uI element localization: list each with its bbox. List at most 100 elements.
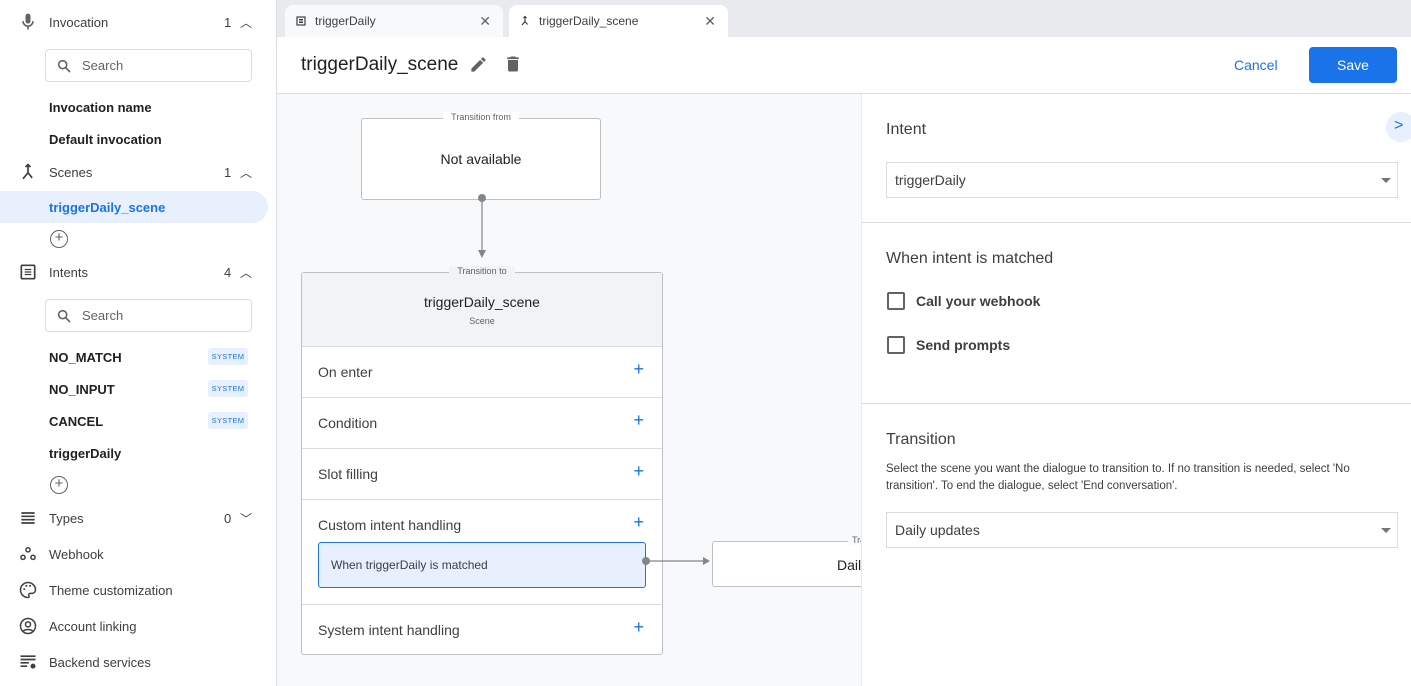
- intent-icon: [296, 16, 306, 26]
- sidebar-section-types[interactable]: Types 0 ﹀: [0, 503, 276, 533]
- connector-arrow: [478, 194, 486, 258]
- edit-pencil-icon[interactable]: [469, 55, 488, 74]
- palette-icon: [19, 581, 37, 599]
- scene-label: triggerDaily_scene: [49, 200, 166, 215]
- save-button[interactable]: Save: [1309, 47, 1397, 83]
- chevron-up-icon[interactable]: ︿: [240, 15, 253, 30]
- row-system-intent-handling[interactable]: System intent handling +: [302, 604, 662, 655]
- section-count: 4: [224, 264, 232, 280]
- dropdown-arrow-icon: [1381, 528, 1391, 533]
- section-label: Types: [49, 510, 84, 526]
- close-icon[interactable]: ✕: [704, 12, 716, 29]
- row-label: System intent handling: [318, 622, 460, 638]
- scene-icon: [521, 15, 528, 26]
- sidebar-item-account-linking[interactable]: Account linking: [0, 611, 276, 641]
- tab-triggerdaily[interactable]: triggerDaily ✕: [285, 5, 503, 37]
- cancel-button[interactable]: Cancel: [1234, 57, 1278, 73]
- node-legend: Transition from: [443, 112, 519, 122]
- system-badge: SYSTEM: [208, 348, 248, 365]
- sidebar-item-triggerdaily-scene[interactable]: triggerDaily_scene: [0, 191, 268, 223]
- node-text: Daily updates: [837, 557, 861, 573]
- add-plus-icon[interactable]: +: [633, 410, 644, 430]
- divider: [862, 403, 1411, 404]
- tab-triggerdaily-scene[interactable]: triggerDaily_scene ✕: [509, 5, 728, 37]
- sidebar-item-default-invocation[interactable]: Default invocation: [49, 132, 162, 147]
- call-webhook-checkbox[interactable]: [887, 292, 905, 310]
- sidebar-item-webhook[interactable]: Webhook: [0, 539, 276, 569]
- search-placeholder: Search: [82, 308, 124, 323]
- scene-node: Transition to triggerDaily_scene Scene O…: [301, 266, 663, 655]
- intent-handler-item[interactable]: When triggerDaily is matched: [318, 542, 646, 588]
- scene-canvas: Transition from Not available Transition…: [277, 94, 861, 686]
- sidebar-section-scenes[interactable]: Scenes 1 ︿: [0, 157, 276, 187]
- chevron-up-icon[interactable]: ︿: [240, 165, 253, 180]
- row-condition[interactable]: Condition +: [302, 397, 662, 448]
- transition-description: Select the scene you want the dialogue t…: [886, 463, 1350, 492]
- sidebar-item-intent[interactable]: NO_INPUT: [49, 382, 115, 397]
- chevron-down-icon[interactable]: ﹀: [240, 511, 253, 526]
- intent-select[interactable]: triggerDaily: [886, 162, 1398, 198]
- add-intent-icon[interactable]: +: [50, 476, 68, 494]
- chevron-up-icon[interactable]: ︿: [240, 265, 253, 280]
- sidebar-item-intent[interactable]: triggerDaily: [49, 446, 122, 461]
- scene-subtitle: Scene: [469, 316, 495, 326]
- system-badge: SYSTEM: [208, 412, 248, 429]
- sidebar-item-intent[interactable]: CANCEL: [49, 414, 104, 429]
- nav-label: Webhook: [49, 546, 104, 562]
- page-header: triggerDaily_scene Cancel Save: [277, 37, 1411, 94]
- invocation-search-input[interactable]: Search: [45, 49, 252, 82]
- delete-trash-icon[interactable]: [503, 54, 523, 74]
- tab-label: triggerDaily: [315, 14, 376, 28]
- row-label: On enter: [318, 364, 373, 380]
- sidebar-item-theme-customization[interactable]: Theme customization: [0, 575, 276, 605]
- select-value: Daily updates: [895, 522, 980, 538]
- row-label: Slot filling: [318, 466, 378, 482]
- row-label: Custom intent handling: [318, 517, 462, 533]
- transition-heading: Transition: [886, 431, 956, 448]
- intent-list-icon: [20, 264, 36, 280]
- node-text: Not available: [440, 151, 522, 167]
- add-scene-icon[interactable]: +: [50, 230, 68, 248]
- transition-target-node[interactable]: Transition to Daily updates: [712, 535, 861, 587]
- transition-from-node: Transition from Not available: [361, 112, 601, 200]
- account-circle-icon: [19, 617, 37, 635]
- add-plus-icon[interactable]: +: [633, 512, 644, 532]
- node-legend: Transition to: [848, 535, 861, 545]
- section-count: 0: [224, 510, 232, 526]
- checkbox-label: Call your webhook: [916, 293, 1041, 309]
- sidebar-item-intent[interactable]: NO_MATCH: [49, 350, 122, 365]
- intent-heading: Intent: [886, 121, 927, 138]
- search-icon: [57, 59, 71, 73]
- section-count: 1: [224, 14, 232, 30]
- send-prompts-checkbox[interactable]: [887, 336, 905, 354]
- sidebar-section-invocation[interactable]: Invocation 1 ︿: [0, 7, 276, 37]
- sidebar-section-intents[interactable]: Intents 4 ︿: [0, 257, 276, 287]
- sidebar-item-backend-services[interactable]: Backend services: [0, 647, 276, 677]
- row-on-enter[interactable]: On enter +: [302, 346, 662, 397]
- types-list-icon: [21, 512, 35, 524]
- checkbox-label: Send prompts: [916, 337, 1011, 353]
- row-label: Condition: [318, 415, 378, 431]
- close-icon[interactable]: ✕: [479, 12, 491, 29]
- sidebar-item-invocation-name[interactable]: Invocation name: [49, 100, 152, 115]
- nav-label: Theme customization: [49, 582, 173, 598]
- scene-title: triggerDaily_scene: [424, 294, 540, 310]
- intent-handler-panel: > Intent triggerDaily When intent is mat…: [861, 94, 1411, 686]
- divider: [862, 222, 1411, 223]
- row-custom-intent-handling[interactable]: Custom intent handling + When triggerDail…: [302, 499, 662, 604]
- add-plus-icon[interactable]: +: [633, 359, 644, 379]
- tab-label: triggerDaily_scene: [539, 14, 639, 28]
- search-placeholder: Search: [82, 58, 124, 73]
- collapse-panel-chevron-right-icon[interactable]: >: [1386, 112, 1411, 142]
- sidebar: Invocation 1 ︿ Search Invocation name De…: [0, 0, 277, 686]
- section-count: 1: [224, 164, 232, 180]
- section-label: Invocation: [49, 14, 109, 30]
- nav-label: Backend services: [49, 654, 151, 670]
- add-plus-icon[interactable]: +: [633, 461, 644, 481]
- search-icon: [57, 309, 71, 323]
- transition-select[interactable]: Daily updates: [886, 512, 1398, 548]
- row-slot-filling[interactable]: Slot filling +: [302, 448, 662, 499]
- backend-settings-icon: [20, 655, 36, 669]
- add-plus-icon[interactable]: +: [633, 617, 644, 637]
- intents-search-input[interactable]: Search: [45, 299, 252, 332]
